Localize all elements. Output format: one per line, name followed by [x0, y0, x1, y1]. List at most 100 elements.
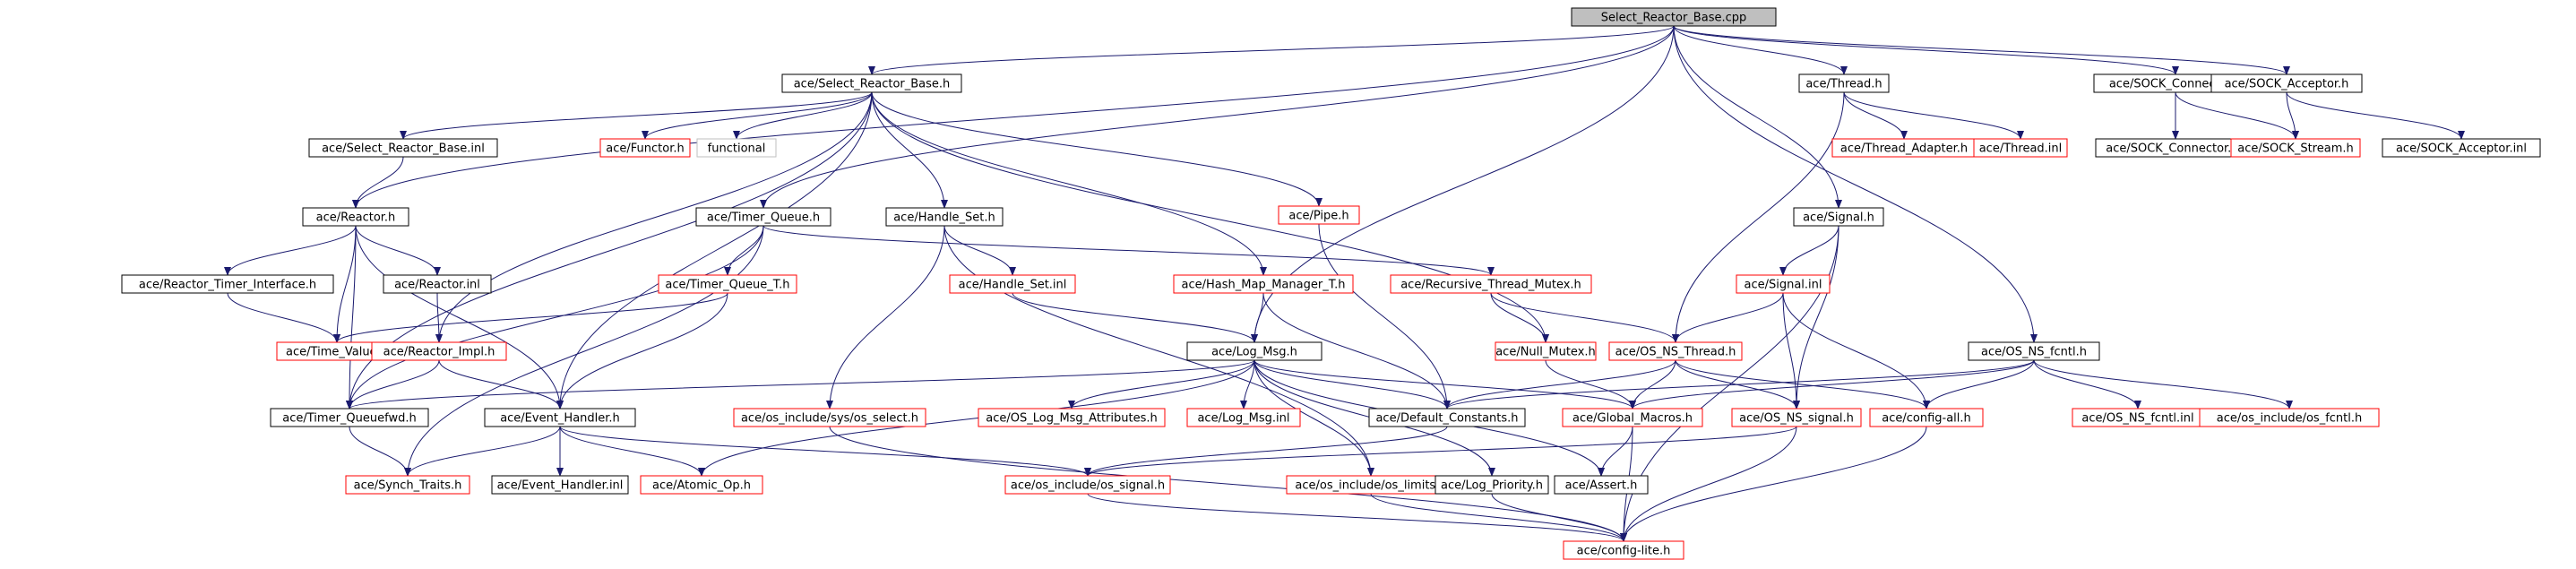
node-ace-os-log-msg-attributes-h[interactable]: ace/OS_Log_Msg_Attributes.h: [978, 408, 1166, 427]
node-ace-hash-map-manager-t-h[interactable]: ace/Hash_Map_Manager_T.h: [1173, 274, 1354, 294]
edge-ace-signal-h-to-ace-signal-inl: [1779, 225, 1839, 276]
node-box: [1186, 341, 1322, 361]
node-box: [2230, 138, 2361, 158]
node-ace-os-include-os-fcntl-h[interactable]: ace/os_include/os_fcntl.h: [2199, 408, 2380, 427]
node-ace-null-mutex-h[interactable]: ace/Null_Mutex.h: [1495, 341, 1597, 361]
node-ace-log-msg-h[interactable]: ace/Log_Msg.h: [1186, 341, 1322, 361]
node-ace-sock-acceptor-h[interactable]: ace/SOCK_Acceptor.h: [2210, 73, 2363, 93]
node-box: [1368, 408, 1526, 427]
node-ace-select-reactor-base-h[interactable]: ace/Select_Reactor_Base.h: [781, 73, 962, 93]
node-select-reactor-base-cpp[interactable]: Select_Reactor_Base.cpp: [1571, 7, 1777, 27]
node-label: ace/Reactor.inl: [394, 279, 480, 292]
node-ace-event-handler-h[interactable]: ace/Event_Handler.h: [484, 408, 636, 427]
edge-ace-signal-inl-to-ace-os-ns-thread-h: [1672, 292, 1784, 343]
node-box: [1736, 274, 1831, 294]
node-box: [1554, 475, 1649, 495]
node-ace-log-priority-h[interactable]: ace/Log_Priority.h: [1434, 475, 1549, 495]
edge-select-reactor-base-cpp-to-ace-os-ns-fcntl-h: [1673, 25, 2038, 343]
node-ace-os-include-os-limits-h[interactable]: ace/os_include/os_limits.h: [1286, 475, 1456, 495]
node-box: [978, 408, 1166, 427]
node-ace-default-constants-h[interactable]: ace/Default_Constants.h: [1368, 408, 1526, 427]
node-label: ace/SOCK_Acceptor.h: [2225, 78, 2349, 91]
edge-ace-select-reactor-base-inl-to-ace-reactor-h: [352, 156, 404, 209]
node-ace-signal-inl[interactable]: ace/Signal.inl: [1736, 274, 1831, 294]
node-ace-time-value-h[interactable]: ace/Time_Value.h: [276, 341, 398, 361]
node-box: [1973, 138, 2068, 158]
node-ace-atomic-op-h[interactable]: ace/Atomic_Op.h: [640, 475, 763, 495]
node-ace-pipe-h[interactable]: ace/Pipe.h: [1278, 205, 1360, 225]
edge-ace-log-msg-h-to-ace-os-log-msg-attributes-h: [1068, 359, 1255, 410]
node-box: [371, 341, 507, 361]
node-ace-thread-inl[interactable]: ace/Thread.inl: [1973, 138, 2068, 158]
node-ace-os-ns-signal-h[interactable]: ace/OS_NS_signal.h: [1731, 408, 1862, 427]
node-label: ace/Global_Macros.h: [1572, 412, 1693, 426]
edge-ace-recursive-thread-mutex-h-to-ace-os-ns-thread-h: [1490, 292, 1679, 343]
edge-ace-timer-queue-t-h-to-ace-time-value-h: [333, 292, 728, 343]
node-ace-os-include-os-signal-h[interactable]: ace/os_include/os_signal.h: [1004, 475, 1171, 495]
edge-ace-select-reactor-base-h-to-ace-null-mutex-h: [871, 91, 1549, 343]
node-ace-timer-queue-t-h[interactable]: ace/Timer_Queue_T.h: [658, 274, 797, 294]
node-ace-thread-h[interactable]: ace/Thread.h: [1798, 73, 1890, 93]
node-ace-select-reactor-base-inl[interactable]: ace/Select_Reactor_Base.inl: [308, 138, 498, 158]
node-functional[interactable]: functional: [696, 138, 777, 158]
node-ace-global-macros-h[interactable]: ace/Global_Macros.h: [1562, 408, 1703, 427]
node-ace-sock-connector-inl[interactable]: ace/SOCK_Connector.inl: [2095, 138, 2256, 158]
node-ace-os-ns-fcntl-h[interactable]: ace/OS_NS_fcntl.h: [1968, 341, 2100, 361]
node-label: ace/Event_Handler.inl: [497, 479, 624, 493]
node-label: ace/SOCK_Acceptor.inl: [2396, 142, 2527, 156]
edge-ace-os-ns-fcntl-h-to-ace-default-constants-h: [1443, 359, 2035, 410]
node-ace-os-include-sys-os-select-h[interactable]: ace/os_include/sys/os_select.h: [733, 408, 926, 427]
edge-ace-log-msg-h-to-ace-timer-queuefwd-h: [346, 359, 1255, 410]
node-ace-functor-h[interactable]: ace/Functor.h: [599, 138, 691, 158]
node-box: [949, 274, 1076, 294]
node-label: ace/os_include/os_limits.h: [1295, 479, 1446, 493]
node-ace-reactor-timer-interface-h[interactable]: ace/Reactor_Timer_Interface.h: [121, 274, 334, 294]
edge-ace-os-ns-thread-h-to-ace-global-macros-h: [1629, 359, 1676, 410]
node-box: [695, 207, 831, 227]
node-ace-event-handler-inl[interactable]: ace/Event_Handler.inl: [491, 475, 629, 495]
edge-ace-os-ns-signal-h-to-ace-config-lite-h: [1620, 426, 1797, 542]
edge-ace-handle-set-h-to-ace-os-include-os-limits-h: [943, 225, 1374, 477]
node-ace-synch-traits-h[interactable]: ace/Synch_Traits.h: [345, 475, 470, 495]
node-ace-signal-h[interactable]: ace/Signal.h: [1793, 207, 1884, 227]
node-ace-recursive-thread-mutex-h[interactable]: ace/Recursive_Thread_Mutex.h: [1390, 274, 1592, 294]
node-label: ace/Handle_Set.inl: [959, 279, 1067, 292]
node-ace-reactor-inl[interactable]: ace/Reactor.inl: [383, 274, 492, 294]
edge-ace-reactor-h-to-ace-reactor-timer-interface-h: [224, 225, 357, 276]
node-ace-log-msg-inl[interactable]: ace/Log_Msg.inl: [1186, 408, 1301, 427]
node-label: ace/Hash_Map_Manager_T.h: [1182, 279, 1346, 292]
edge-ace-thread-h-to-ace-os-ns-thread-h: [1672, 91, 1845, 343]
node-ace-os-ns-thread-h[interactable]: ace/OS_NS_Thread.h: [1608, 341, 1743, 361]
node-ace-reactor-impl-h[interactable]: ace/Reactor_Impl.h: [371, 341, 507, 361]
node-label: functional: [708, 142, 766, 156]
edge-ace-signal-inl-to-ace-config-all-h: [1782, 292, 1930, 410]
node-ace-sock-stream-h[interactable]: ace/SOCK_Stream.h: [2230, 138, 2361, 158]
node-box: [1434, 475, 1549, 495]
node-ace-os-ns-fcntl-inl[interactable]: ace/OS_NS_fcntl.inl: [2072, 408, 2204, 427]
node-ace-timer-queue-h[interactable]: ace/Timer_Queue.h: [695, 207, 831, 227]
node-ace-handle-set-h[interactable]: ace/Handle_Set.h: [885, 207, 1004, 227]
node-box: [121, 274, 334, 294]
node-label: Select_Reactor_Base.cpp: [1601, 12, 1747, 25]
edge-select-reactor-base-cpp-to-ace-signal-h: [1673, 25, 1842, 209]
node-ace-assert-h[interactable]: ace/Assert.h: [1554, 475, 1649, 495]
node-label: ace/Handle_Set.h: [893, 211, 995, 225]
edge-ace-sock-acceptor-h-to-ace-sock-acceptor-inl: [2286, 91, 2465, 140]
node-ace-sock-acceptor-inl[interactable]: ace/SOCK_Acceptor.inl: [2382, 138, 2541, 158]
edge-ace-handle-set-h-to-ace-handle-set-inl: [943, 225, 1016, 276]
node-label: ace/os_include/os_signal.h: [1011, 479, 1165, 493]
node-box: [1173, 274, 1354, 294]
node-ace-timer-queuefwd-h[interactable]: ace/Timer_Queuefwd.h: [270, 408, 429, 427]
edge-ace-os-ns-fcntl-h-to-ace-config-all-h: [1923, 359, 2035, 410]
node-box: [1793, 207, 1884, 227]
edge-ace-log-msg-h-to-ace-os-include-os-limits-h: [1254, 359, 1374, 477]
node-label: ace/Signal.inl: [1744, 279, 1822, 292]
edge-ace-handle-set-h-to-ace-os-include-sys-os-select-h: [826, 225, 945, 410]
node-ace-config-all-h[interactable]: ace/config-all.h: [1869, 408, 1984, 427]
node-box: [345, 475, 470, 495]
node-ace-config-lite-h[interactable]: ace/config-lite.h: [1563, 540, 1684, 560]
node-ace-handle-set-inl[interactable]: ace/Handle_Set.inl: [949, 274, 1076, 294]
node-ace-thread-adapter-h[interactable]: ace/Thread_Adapter.h: [1831, 138, 1977, 158]
node-box: [302, 207, 409, 227]
node-ace-reactor-h[interactable]: ace/Reactor.h: [302, 207, 409, 227]
